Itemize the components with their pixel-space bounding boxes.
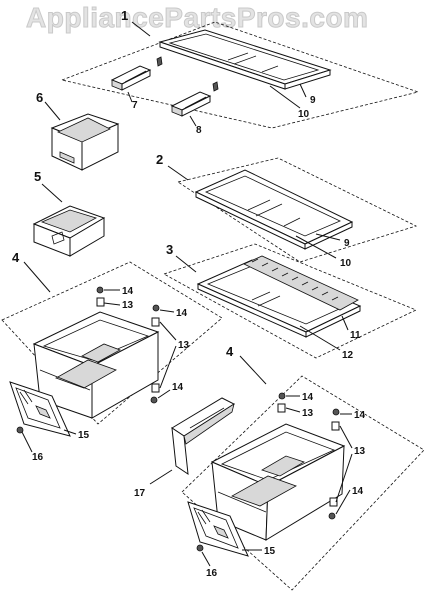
shelf-assembly-3: 3 11 12 [163, 242, 417, 361]
callout-10b: 10 [340, 258, 352, 269]
callout-11: 11 [350, 330, 361, 341]
callout-9a: 9 [310, 95, 316, 106]
callout-14-left-b: 14 [176, 308, 188, 319]
drawer-cover-17: 17 [134, 397, 236, 499]
watermark: AppliancePartsPros.com [26, 2, 369, 34]
callout-group-4-right: 4 [226, 344, 234, 359]
callout-16-right: 16 [206, 568, 218, 579]
callout-12: 12 [342, 350, 354, 361]
dairy-bin-5: 5 [32, 169, 106, 257]
callout-group-2: 2 [156, 152, 163, 167]
callout-14-left-c: 14 [172, 382, 184, 393]
callout-15-left: 15 [78, 430, 90, 441]
callout-14-left-a: 14 [122, 286, 134, 297]
callout-14-right-b: 14 [354, 410, 366, 421]
shelf-bracket-7 [110, 65, 152, 91]
callout-group-4-left: 4 [12, 250, 20, 265]
callout-8: 8 [196, 125, 202, 136]
callout-13-right-b: 13 [354, 446, 366, 457]
callout-10a: 10 [298, 109, 310, 120]
callout-14-right-a: 14 [302, 392, 314, 403]
shelf-bracket-8 [170, 91, 212, 117]
drawer-assembly-4-left: 4 14 13 14 13 14 15 16 [1, 250, 223, 463]
callout-16-left: 16 [32, 452, 44, 463]
vent-strip-11 [251, 258, 339, 301]
callout-15-right: 15 [264, 546, 276, 557]
callout-9b: 9 [344, 238, 350, 249]
callout-17: 17 [134, 488, 146, 499]
callout-group-1: 1 [121, 8, 128, 23]
callout-13-left-a: 13 [122, 300, 134, 311]
shelf-assembly-2: 2 9 10 [156, 152, 418, 269]
shelf-assembly-1: 1 7 8 9 10 [60, 8, 420, 136]
callout-group-3: 3 [166, 242, 173, 257]
drawer-assembly-4-right: 4 14 13 14 13 14 15 16 [181, 344, 425, 591]
callout-13-left-b: 13 [178, 340, 190, 351]
callout-14-right-c: 14 [352, 486, 364, 497]
crisper-cover-6: 6 [36, 90, 120, 171]
callout-5: 5 [34, 169, 41, 184]
callout-7: 7 [132, 100, 138, 111]
callout-13-right-a: 13 [302, 408, 314, 419]
callout-6: 6 [36, 90, 43, 105]
